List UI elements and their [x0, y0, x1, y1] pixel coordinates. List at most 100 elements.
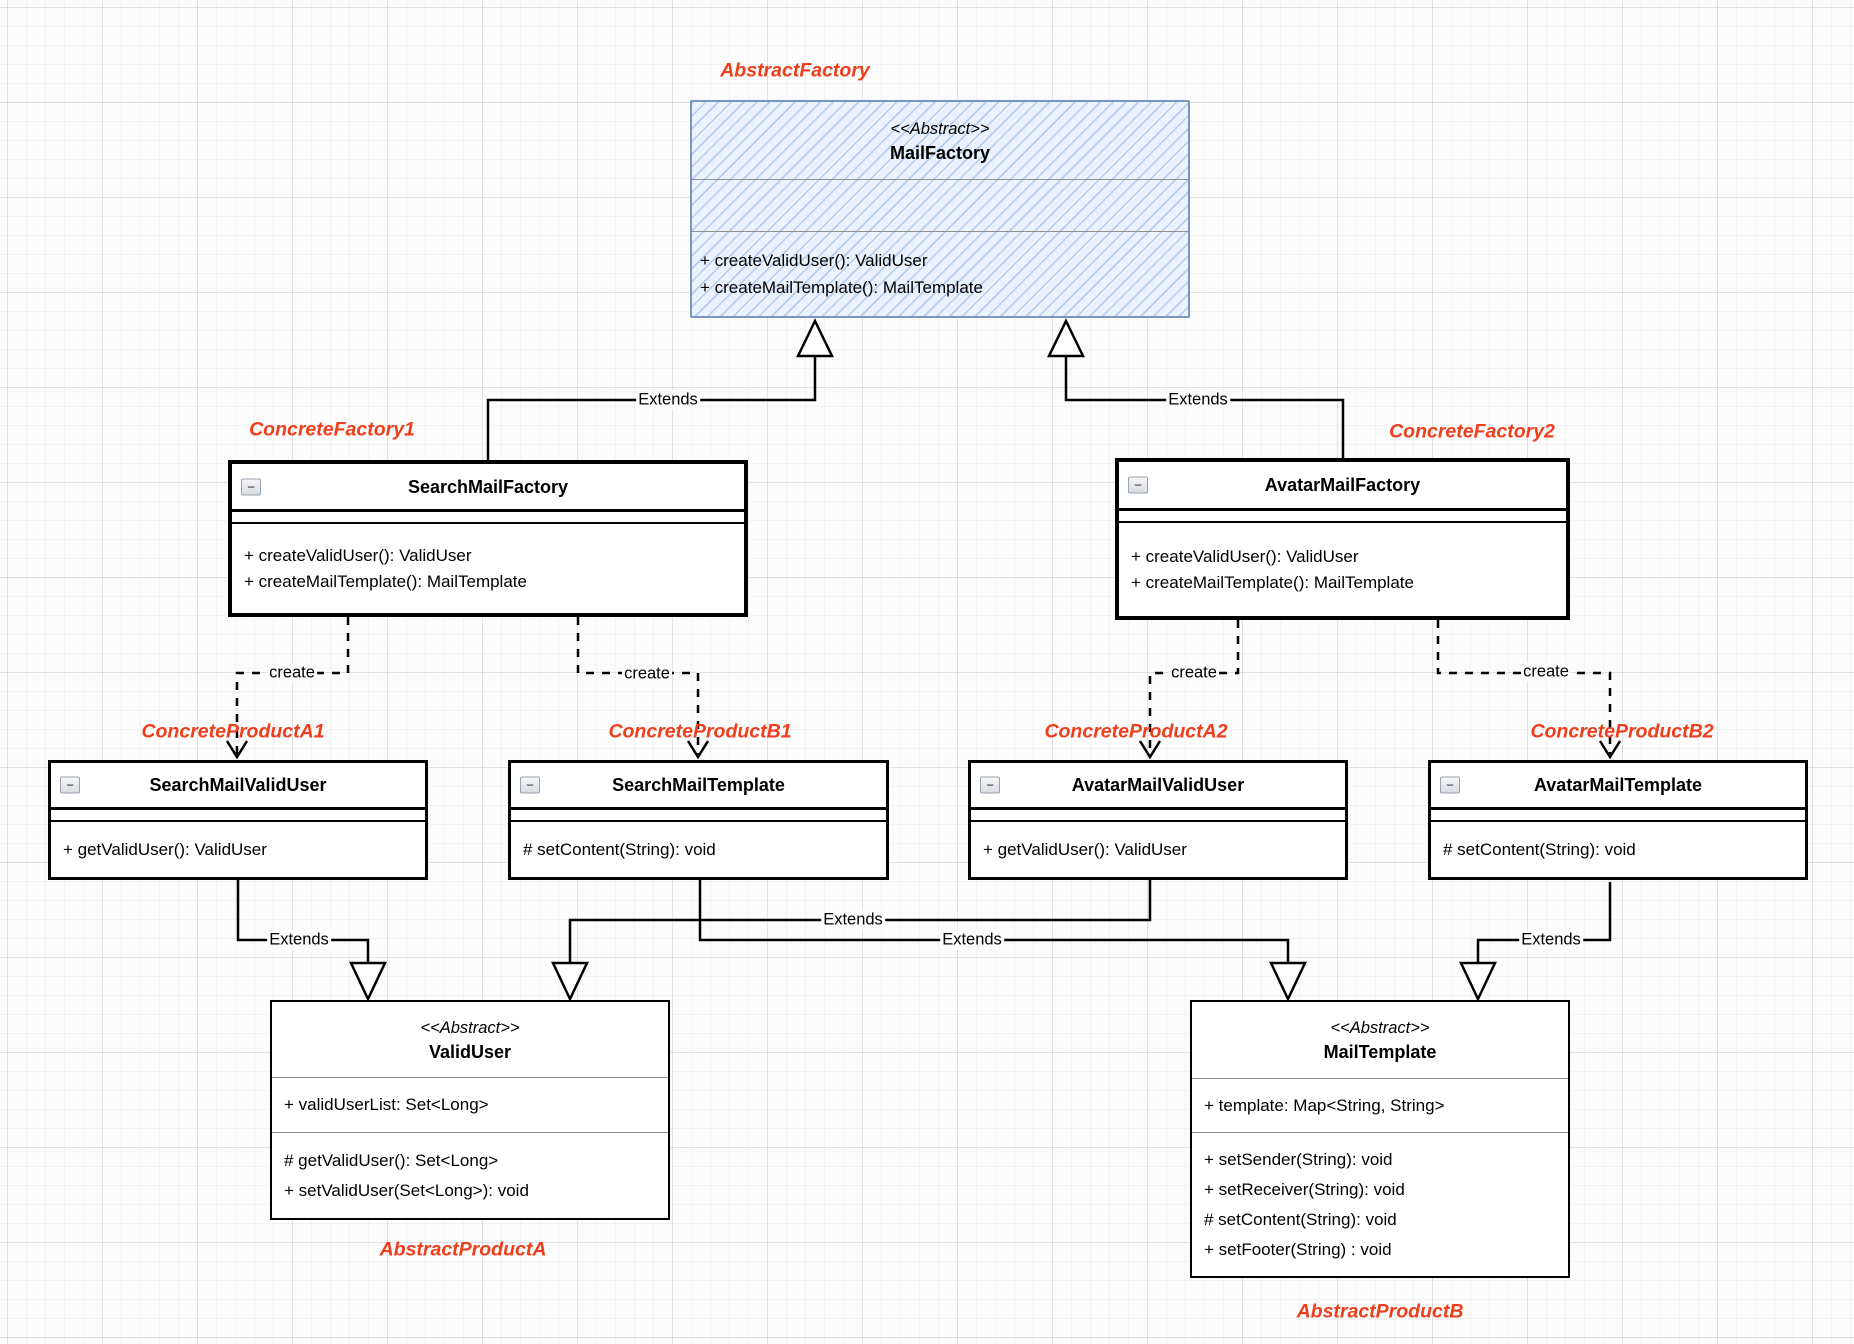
extends-edge-avatarmailtemplate[interactable]: [1476, 882, 1612, 962]
attribute: + template: Map<String, String>: [1204, 1095, 1445, 1115]
collapse-icon[interactable]: −: [1128, 476, 1148, 494]
open-arrowhead: [686, 740, 710, 760]
open-arrowhead: [1598, 740, 1622, 760]
class-title: SearchMailTemplate: [612, 775, 785, 795]
method: + createMailTemplate(): MailTemplate: [700, 278, 983, 297]
method: + getValidUser(): ValidUser: [983, 839, 1187, 859]
stereotype-label: <<Abstract>>: [420, 1018, 520, 1037]
methods-section: # setContent(String): void: [511, 822, 886, 877]
edge-label-extends: Extends: [1166, 390, 1230, 410]
method: + getValidUser(): ValidUser: [63, 839, 267, 859]
edge-label-create: create: [1521, 662, 1571, 682]
method: + createMailTemplate(): MailTemplate: [244, 571, 527, 591]
annotation-concrete-product-b2: ConcreteProductB2: [1530, 720, 1714, 743]
inheritance-arrowhead: [1047, 318, 1085, 358]
annotation-concrete-product-b1: ConcreteProductB1: [608, 720, 792, 743]
method: # setContent(String): void: [523, 839, 716, 859]
method: + createMailTemplate(): MailTemplate: [1131, 572, 1414, 592]
attributes-section-empty: [971, 810, 1345, 822]
methods-section: # getValidUser(): Set<Long> + setValidUs…: [272, 1133, 668, 1218]
annotation-concrete-factory2: ConcreteFactory2: [1389, 420, 1555, 443]
class-header: <<Abstract>> ValidUser: [272, 1002, 668, 1078]
inheritance-arrowhead: [1459, 961, 1497, 1002]
class-header: <<Abstract>> MailFactory: [692, 102, 1188, 180]
attributes-section: + validUserList: Set<Long>: [272, 1078, 668, 1133]
edge-label-extends: Extends: [636, 390, 700, 410]
collapse-icon[interactable]: −: [520, 776, 540, 794]
annotation-abstract-product-a: AbstractProductA: [379, 1238, 547, 1261]
method: + setReceiver(String): void: [1204, 1179, 1405, 1199]
extends-edge-searchmailvaliduser[interactable]: [236, 880, 370, 962]
annotation-concrete-product-a1: ConcreteProductA1: [141, 720, 325, 743]
class-avatar-mail-template[interactable]: − AvatarMailTemplate # setContent(String…: [1428, 760, 1808, 880]
method: # setContent(String): void: [1204, 1209, 1397, 1229]
method: # getValidUser(): Set<Long>: [284, 1150, 499, 1170]
class-title: ValidUser: [428, 1041, 512, 1062]
attributes-section-empty: [692, 180, 1188, 232]
methods-section: + setSender(String): void + setReceiver(…: [1192, 1133, 1568, 1276]
class-search-mail-valid-user[interactable]: − SearchMailValidUser + getValidUser(): …: [48, 760, 428, 880]
minus-glyph: −: [1134, 477, 1142, 493]
inheritance-arrowhead: [349, 961, 387, 1002]
method: + setFooter(String) : void: [1204, 1239, 1392, 1259]
class-title: MailTemplate: [1323, 1042, 1437, 1062]
class-header: − SearchMailTemplate: [511, 763, 886, 810]
annotation-concrete-product-a2: ConcreteProductA2: [1044, 720, 1228, 743]
inheritance-arrowhead: [1269, 961, 1307, 1002]
minus-glyph: −: [247, 479, 255, 494]
minus-glyph: −: [1446, 777, 1454, 793]
inheritance-arrowhead: [551, 961, 589, 1002]
class-title: SearchMailValidUser: [149, 775, 327, 795]
class-title: SearchMailFactory: [407, 476, 569, 497]
methods-section: + createValidUser(): ValidUser + createM…: [1119, 523, 1566, 616]
attributes-section: + template: Map<String, String>: [1192, 1079, 1568, 1133]
collapse-icon[interactable]: −: [1440, 776, 1460, 794]
class-header: − AvatarMailFactory: [1119, 462, 1566, 511]
class-header: <<Abstract>> MailTemplate: [1192, 1002, 1568, 1079]
attributes-section-empty: [511, 810, 886, 822]
class-title: MailFactory: [889, 142, 991, 163]
class-search-mail-template[interactable]: − SearchMailTemplate # setContent(String…: [508, 760, 889, 880]
minus-glyph: −: [526, 777, 534, 793]
class-avatar-mail-valid-user[interactable]: − AvatarMailValidUser + getValidUser(): …: [968, 760, 1348, 880]
inheritance-arrowhead: [796, 318, 834, 358]
attributes-section-empty: [1431, 810, 1805, 822]
collapse-icon[interactable]: −: [241, 478, 261, 495]
attributes-section-empty: [1119, 511, 1566, 523]
class-valid-user[interactable]: <<Abstract>> ValidUser + validUserList: …: [270, 1000, 670, 1220]
method: + setSender(String): void: [1204, 1149, 1393, 1169]
attributes-section-empty: [51, 810, 425, 822]
minus-glyph: −: [66, 777, 74, 793]
annotation-concrete-factory1: ConcreteFactory1: [249, 418, 415, 441]
class-header: − SearchMailFactory: [232, 464, 744, 512]
edge-label-extends: Extends: [1519, 930, 1583, 950]
edge-label-create: create: [622, 664, 672, 684]
open-arrowhead: [1138, 740, 1162, 760]
edge-label-extends: Extends: [821, 910, 885, 930]
edge-label-extends: Extends: [267, 930, 331, 950]
methods-section: + getValidUser(): ValidUser: [971, 822, 1345, 877]
class-avatar-mail-factory[interactable]: − AvatarMailFactory + createValidUser():…: [1115, 458, 1570, 620]
class-title: AvatarMailFactory: [1264, 475, 1421, 495]
methods-section: + getValidUser(): ValidUser: [51, 822, 425, 877]
collapse-icon[interactable]: −: [60, 776, 80, 794]
methods-section: + createValidUser(): ValidUser + createM…: [692, 232, 1188, 316]
stereotype-label: <<Abstract>>: [890, 119, 990, 138]
collapse-icon[interactable]: −: [980, 776, 1000, 794]
attribute: + validUserList: Set<Long>: [284, 1095, 489, 1114]
method: + createValidUser(): ValidUser: [700, 251, 928, 270]
edge-label-extends: Extends: [940, 930, 1004, 950]
class-search-mail-factory[interactable]: − SearchMailFactory + createValidUser():…: [228, 460, 748, 617]
class-title: AvatarMailTemplate: [1533, 775, 1703, 795]
edge-label-create: create: [267, 663, 317, 683]
methods-section: + createValidUser(): ValidUser + createM…: [232, 524, 744, 613]
method: + createValidUser(): ValidUser: [244, 545, 472, 565]
class-mail-template[interactable]: <<Abstract>> MailTemplate + template: Ma…: [1190, 1000, 1570, 1278]
methods-section: # setContent(String): void: [1431, 822, 1805, 877]
edge-label-create: create: [1169, 663, 1219, 683]
class-mail-factory[interactable]: <<Abstract>> MailFactory + createValidUs…: [690, 100, 1190, 318]
minus-glyph: −: [986, 777, 994, 793]
stereotype-label: <<Abstract>>: [1330, 1019, 1430, 1037]
method: + createValidUser(): ValidUser: [1131, 546, 1359, 566]
